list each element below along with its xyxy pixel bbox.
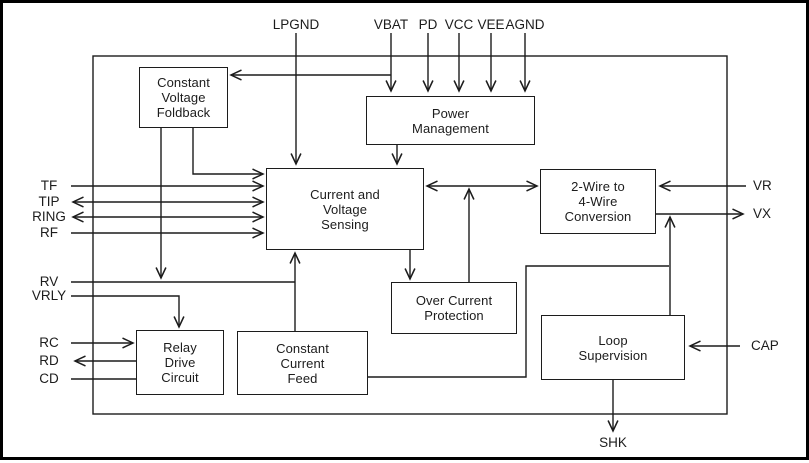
wiring-svg bbox=[71, 33, 746, 433]
block-label-line: Constant bbox=[157, 75, 210, 90]
block-label-line: Current and bbox=[310, 186, 380, 202]
block-label-line: Conversion bbox=[564, 209, 632, 224]
block-label-line: Voltage bbox=[161, 90, 206, 105]
block-over-current-protection: Over Current Protection bbox=[391, 282, 517, 334]
block-label-line: Current bbox=[280, 355, 325, 371]
pin-label-cd: CD bbox=[39, 371, 59, 386]
pin-label-lpgnd: LPGND bbox=[272, 17, 320, 32]
block-label-line: Management bbox=[412, 120, 489, 136]
block-label-line: Sensing bbox=[321, 216, 369, 232]
pin-label-vee: VEE bbox=[477, 17, 505, 32]
wire-foldback-to-sensing bbox=[192, 128, 265, 180]
block-label-line: Supervision bbox=[578, 347, 648, 363]
block-constant-voltage-foldback: Constant Voltage Foldback bbox=[139, 67, 228, 128]
pin-label-shk: SHK bbox=[599, 435, 627, 450]
pin-label-rf: RF bbox=[40, 225, 58, 240]
block-relay-drive-circuit: Relay Drive Circuit bbox=[136, 330, 224, 395]
block-label-line: Loop bbox=[598, 332, 628, 348]
block-power-management: Power Management bbox=[366, 96, 535, 145]
pin-label-rc: RC bbox=[39, 335, 59, 350]
wire-vrly bbox=[71, 295, 185, 329]
chip-outline bbox=[92, 55, 728, 415]
wire-ccf-path bbox=[368, 265, 669, 378]
block-label-line: Protection bbox=[424, 308, 484, 323]
pin-label-rd: RD bbox=[39, 353, 59, 368]
pin-label-cap: CAP bbox=[751, 338, 779, 353]
pin-label-vr: VR bbox=[753, 178, 772, 193]
block-2wire-4wire-conversion: 2-Wire to 4-Wire Conversion bbox=[540, 169, 656, 234]
pin-label-rv: RV bbox=[39, 274, 59, 289]
block-label-line: Drive bbox=[164, 355, 196, 370]
block-label-line: Feed bbox=[287, 370, 318, 386]
pin-label-agnd: AGND bbox=[505, 17, 545, 32]
block-label-line: Constant bbox=[276, 340, 329, 356]
pin-label-vrly: VRLY bbox=[31, 288, 67, 303]
block-current-voltage-sensing: Current and Voltage Sensing bbox=[266, 168, 424, 250]
block-loop-supervision: Loop Supervision bbox=[541, 315, 685, 380]
pin-label-ring: RING bbox=[32, 209, 66, 224]
pin-label-vcc: VCC bbox=[444, 17, 474, 32]
block-label-line: Relay bbox=[163, 340, 197, 355]
block-label-line: Circuit bbox=[161, 370, 199, 385]
block-label-line: 4-Wire bbox=[578, 194, 618, 209]
block-label-line: Over Current bbox=[415, 293, 493, 308]
pin-label-vx: VX bbox=[753, 206, 772, 221]
pin-label-vbat: VBAT bbox=[373, 17, 409, 32]
block-label-line: Voltage bbox=[322, 201, 368, 217]
block-label-line: 2-Wire to bbox=[571, 179, 625, 194]
block-label-line: Foldback bbox=[156, 105, 211, 120]
pin-label-pd: PD bbox=[418, 17, 438, 32]
pin-label-tf: TF bbox=[40, 178, 58, 193]
pin-label-tip: TIP bbox=[38, 194, 60, 209]
block-constant-current-feed: Constant Current Feed bbox=[237, 331, 368, 395]
block-label-line: Power bbox=[431, 105, 470, 121]
